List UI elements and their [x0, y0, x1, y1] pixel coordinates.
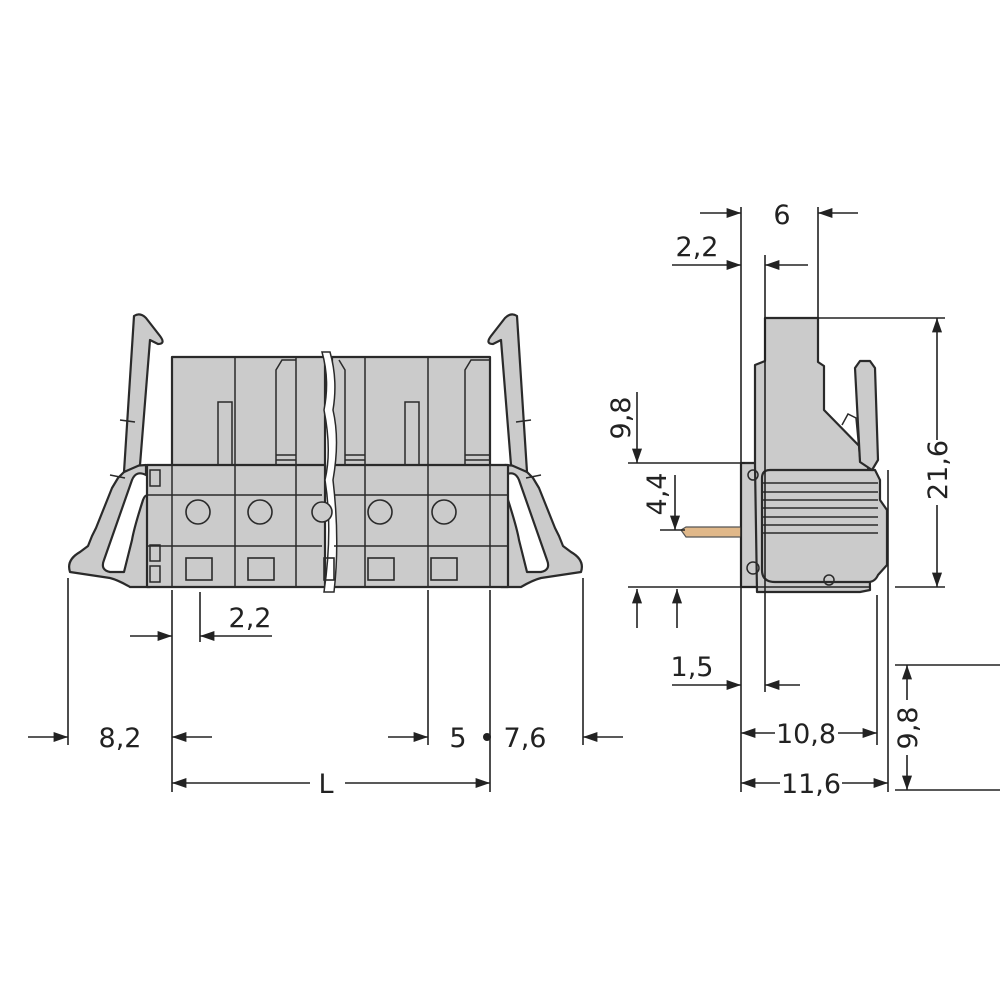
dim-2-2: 2,2: [229, 603, 272, 634]
side-front-block: [760, 468, 889, 584]
pitch-dot: [483, 733, 491, 741]
dim-21-6: 21,6: [923, 440, 954, 500]
side-dimensions: [628, 207, 1000, 792]
dim-9-8-upper: 9,8: [606, 397, 637, 440]
ribs: [746, 469, 878, 586]
dim-length: L: [318, 769, 333, 800]
left-latch: [68, 313, 164, 589]
solder-pin: [680, 526, 742, 538]
dim-8-2: 8,2: [99, 723, 142, 754]
side-latch: [853, 359, 880, 472]
pole-lines: [147, 357, 508, 587]
dim-11-6: 11,6: [781, 769, 841, 800]
release-slots: [185, 557, 458, 581]
front-dimensions: [28, 578, 623, 792]
housing-bottom-right: [330, 463, 510, 589]
dim-7-6: 7,6: [504, 723, 547, 754]
dim-6: 6: [773, 200, 790, 231]
dim-9-8-lower: 9,8: [893, 707, 924, 750]
wire-entries: [185, 499, 457, 525]
dim-4-4: 4,4: [642, 473, 673, 516]
break-line: [321, 351, 338, 593]
front-view: 8,2 2,2 5 7,6 L: [28, 313, 623, 800]
housing-bottom-left: [145, 463, 327, 589]
dim-10-8: 10,8: [776, 719, 836, 750]
dim-pitch: 5: [449, 723, 466, 754]
side-view: 6 2,2 9,8 4,4 21,6 1,5 10,8 11,6 9,8: [606, 200, 1000, 800]
dim-1-5: 1,5: [671, 652, 714, 683]
dim-2-2-side: 2,2: [676, 232, 719, 263]
